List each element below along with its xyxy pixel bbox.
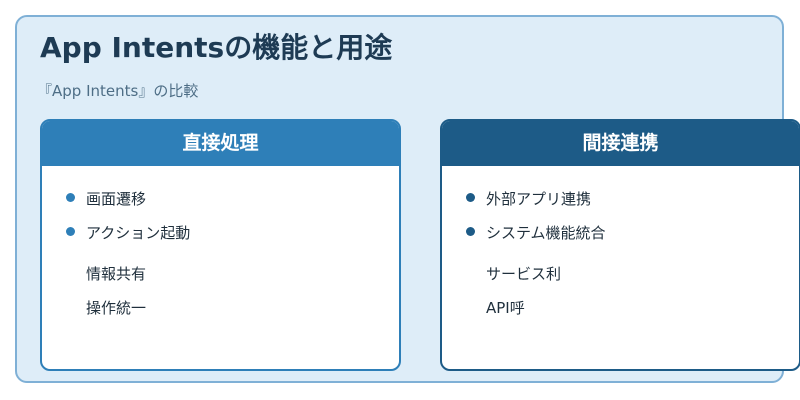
page-title: App Intentsの機能と用途 <box>40 31 393 64</box>
list-item: システム機能統合 <box>486 224 606 242</box>
bullet-icon <box>66 193 75 202</box>
list-item: 外部アプリ連携 <box>486 190 592 208</box>
list-item: API呼 <box>486 299 525 317</box>
list-item: 情報共有 <box>86 265 147 283</box>
list-item: アクション起動 <box>86 224 191 242</box>
bullet-icon <box>66 227 75 236</box>
bullet-icon <box>466 193 475 202</box>
bullet-icon <box>466 227 475 236</box>
page-subtitle: 『App Intents』の比較 <box>37 82 199 100</box>
indirect-integration-header: 間接連携 <box>442 121 799 166</box>
direct-processing-card: 直接処理 画面遷移 アクション起動 情報共有 操作統一 <box>40 119 401 371</box>
list-item: 画面遷移 <box>86 190 147 208</box>
list-item: サービス利 <box>486 265 562 283</box>
direct-processing-header: 直接処理 <box>42 121 399 166</box>
list-item: 操作統一 <box>86 299 147 317</box>
indirect-integration-card: 間接連携 外部アプリ連携 システム機能統合 サービス利 API呼 <box>440 119 800 371</box>
